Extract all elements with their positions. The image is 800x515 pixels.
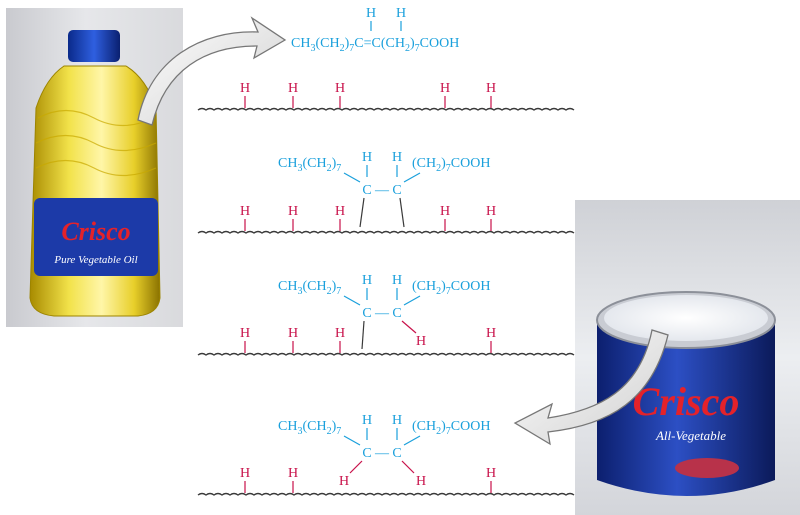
surface-hydrogen-7: H — [288, 204, 298, 219]
oil-h2: H — [396, 6, 406, 21]
oil-bottle-illustration: Crisco Pure Vegetable Oil — [29, 30, 161, 317]
surface-hydrogen-14: H — [486, 326, 496, 341]
oil-formula: H H CH3(CH2)7C=C(CH2)7COOH — [291, 6, 459, 54]
surface-hydrogen-10: H — [486, 204, 496, 219]
surface-hydrogen-12: H — [288, 326, 298, 341]
curved-arrow-can — [513, 329, 669, 446]
surface-hydrogen-9: H — [440, 204, 450, 219]
oil-label-subtitle: Pure Vegetable Oil — [53, 254, 137, 266]
curved-arrow-oil — [137, 16, 287, 126]
vegetable-oil-bottle-photo: Crisco Pure Vegetable Oil — [6, 8, 183, 327]
carbon-h-top-right: H — [392, 273, 402, 288]
surface-hydrogen-11: H — [240, 326, 250, 341]
catalyst-surfaces — [197, 107, 575, 496]
catalyst-surface-1 — [197, 107, 575, 111]
added-hydrogen-right: H — [416, 474, 426, 489]
chain-right-group: (CH2)7COOH — [412, 419, 490, 437]
added-hydrogen-left: H — [339, 474, 349, 489]
oil-h1: H — [366, 6, 376, 21]
added-hydrogen-right: H — [416, 334, 426, 349]
carbon-h-top-left: H — [362, 150, 372, 165]
carbon-h-top-right: H — [392, 150, 402, 165]
surface-hydrogen-16: H — [288, 466, 298, 481]
catalyst-surface-3 — [197, 352, 575, 356]
surface-hydrogen-5: H — [486, 81, 496, 96]
surface-hydrogen-2: H — [288, 81, 298, 96]
surface-hydrogen-1: H — [240, 81, 250, 96]
surface-hydrogen-17: H — [486, 466, 496, 481]
oil-formula-text: CH3(CH2)7C=C(CH2)7COOH — [291, 36, 459, 54]
pie-slice-image — [675, 458, 739, 478]
surface-hydrogen-15: H — [240, 466, 250, 481]
carbon-right: C — [392, 446, 401, 461]
catalyst-surface-2 — [197, 230, 575, 234]
carbon-h-top-right: H — [392, 413, 402, 428]
surface-hydrogens: H H H H H H H H H H H H H H H H H — [240, 81, 496, 493]
chain-left-group: CH3(CH2)7 — [278, 279, 341, 297]
shortening-cream — [604, 295, 768, 341]
surface-hydrogen-3: H — [335, 81, 345, 96]
carbon-h-top-left: H — [362, 273, 372, 288]
bottle-label — [34, 198, 158, 276]
surface-hydrogen-4: H — [440, 81, 450, 96]
carbon-left: C — [362, 183, 371, 198]
chain-right-group: (CH2)7COOH — [412, 279, 490, 297]
carbon-left: C — [362, 446, 371, 461]
carbon-carbon-bond: — — [374, 306, 390, 321]
can-brand-logo: Crisco — [633, 379, 740, 424]
chain-left-group: CH3(CH2)7 — [278, 156, 341, 174]
carbon-carbon-bond: — — [374, 183, 390, 198]
carbon-left: C — [362, 306, 371, 321]
surface-hydrogen-13: H — [335, 326, 345, 341]
chain-left-group: CH3(CH2)7 — [278, 419, 341, 437]
step-formula-2: CH3(CH2)7 (CH2)7COOH H H C—C — [278, 150, 490, 228]
chain-right-group: (CH2)7COOH — [412, 156, 490, 174]
carbon-right: C — [392, 306, 401, 321]
oil-brand-logo: Crisco — [61, 217, 130, 246]
surface-hydrogen-8: H — [335, 204, 345, 219]
carbon-h-top-left: H — [362, 413, 372, 428]
can-label-subtitle: All-Vegetable — [655, 428, 726, 443]
carbon-carbon-bond: — — [374, 446, 390, 461]
catalyst-surface-4 — [197, 492, 575, 496]
surface-hydrogen-6: H — [240, 204, 250, 219]
bottle-cap — [68, 30, 120, 62]
carbon-right: C — [392, 183, 401, 198]
